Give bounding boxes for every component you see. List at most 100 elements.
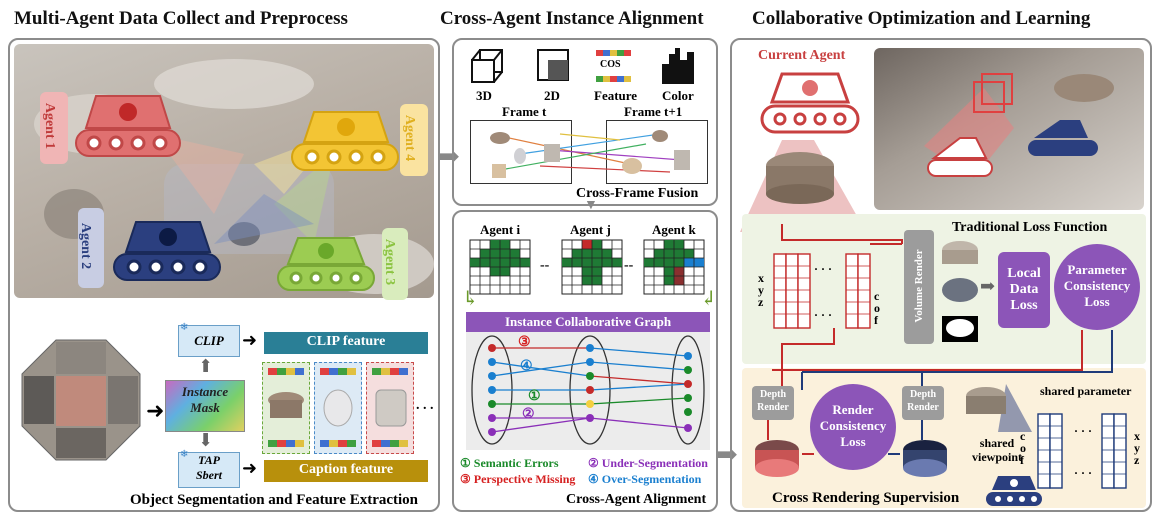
shared-viewpoint-label: shared viewpoint [972, 436, 1023, 464]
cube-3d-icon [471, 49, 503, 83]
arrow-to-caption-feature: ➜ [242, 458, 258, 478]
arrow-to-clip-feature: ➜ [242, 330, 258, 350]
cross-agent-panel [452, 210, 718, 512]
cos-label: COS [600, 59, 621, 70]
clip-feature-label: CLIP feature [306, 334, 386, 349]
blue-mlp-network [1037, 413, 1127, 489]
blue-mlp-dots-1: · · · [1074, 424, 1093, 438]
frame-t-label: Frame t [502, 104, 547, 119]
arrow-down-to-tap: ⬇ [198, 430, 214, 450]
blue-xyz: x y z [1134, 429, 1140, 467]
arrow-left-to-middle: ➡ [438, 142, 460, 171]
depth-render-label-2: Depth Render [907, 389, 939, 413]
current-agent-label: Current Agent [758, 48, 846, 63]
instance-mask-label: Instance Mask [181, 384, 229, 415]
arrow-up-to-clip: ⬆ [198, 356, 214, 376]
left-panel [8, 38, 440, 512]
graph-title: Instance Collaborative Graph [504, 314, 672, 329]
legend-over-segmentation: ④ Over-Segmentation [588, 472, 701, 487]
legend-text-3: Perspective Missing [473, 472, 576, 486]
parameter-consistency-loss [1054, 244, 1140, 330]
legend-text-1: Semantic Errors [473, 456, 559, 470]
graph-title-bar [466, 312, 710, 332]
graph-marker-1: ① [528, 389, 541, 404]
arrow-middle-to-right: ➡ [716, 440, 738, 469]
multi-view-images [21, 339, 141, 461]
depth-render-label-1: Depth Render [757, 389, 789, 413]
middle-panel-caption: Cross-Agent Alignment [566, 492, 707, 507]
frame-t1-label: Frame t+1 [624, 104, 683, 119]
shared-agent-robot-icon [986, 476, 1042, 506]
parameter-consistency-label: Parameter Consistency Loss [1063, 262, 1131, 309]
grid-agent-i-label: Agent i [480, 222, 521, 237]
clip-model-label: CLIP [194, 333, 224, 348]
depth-render-red-output [755, 440, 799, 477]
agent-3-robot-icon [277, 237, 375, 291]
shared-viewpoint-stool [966, 384, 1032, 432]
snowflake-icon-2: ❄ [180, 449, 189, 460]
arrow-down-middle: ▼ [584, 198, 598, 213]
input-xyz: x y z [758, 271, 764, 309]
frame-correspondence-lines [490, 130, 690, 178]
snowflake-icon: ❄ [180, 322, 189, 333]
legend-num-2: ② [588, 456, 599, 470]
agent-2-tag [78, 208, 104, 288]
agent-2-label: Agent 2 [78, 222, 94, 270]
curved-arrow-left: ↳ [462, 288, 479, 310]
legend-semantic-errors: ① Semantic Errors [460, 456, 559, 471]
cue-color: Color [662, 88, 694, 103]
cue-feature: Feature [594, 88, 638, 103]
red-mlp-dots-2: · · · [814, 308, 833, 322]
agent-3-label: Agent 3 [382, 238, 398, 286]
blue-cof: c o f [1020, 429, 1026, 467]
clip-model-box [178, 325, 240, 357]
output-cof: c o f [874, 289, 880, 327]
legend-under-segmentation: ② Under-Segmentation [588, 456, 708, 471]
volume-render-label: Volume Render [913, 249, 925, 323]
object-crops-art [268, 368, 408, 447]
cue-3d: 3D [476, 88, 492, 103]
arrow-to-local-loss: ➡ [980, 276, 996, 296]
right-panel-caption: Cross Rendering Supervision [772, 490, 960, 506]
agent-3-tag [382, 228, 408, 300]
feature-cos-icon [596, 50, 631, 82]
traditional-loss-title: Traditional Loss Function [952, 220, 1108, 235]
color-histogram-icon [662, 48, 694, 84]
agent-1-robot-icon [75, 95, 181, 157]
left-panel-caption: Object Segmentation and Feature Extracti… [130, 492, 419, 508]
graph-marker-3: ③ [518, 335, 531, 350]
cue-2d: 2D [544, 88, 560, 103]
caption-feature-bar [264, 460, 428, 482]
shared-parameter-label: shared parameter [1040, 384, 1132, 398]
render-consistency-loss [810, 384, 896, 470]
graph-marker-2: ② [522, 407, 535, 422]
crops-ellipsis: . . . [416, 398, 434, 413]
supervision-arrows [767, 330, 1113, 455]
agent-grids [469, 239, 705, 295]
depth-render-box-1 [752, 386, 794, 420]
arrow-to-mask: ➜ [146, 398, 165, 423]
blue-mlp-dots-2: · · · [1074, 466, 1093, 480]
agent-4-label: Agent 4 [402, 114, 418, 162]
grid-dash-1: -- [540, 258, 550, 273]
caption-feature-label: Caption feature [298, 462, 394, 477]
graph-marker-4: ④ [520, 359, 533, 374]
red-mlp-network [773, 224, 903, 364]
square-2d-icon [537, 49, 569, 81]
cross-frame-fusion-label: Cross-Frame Fusion [576, 186, 699, 201]
right-panel [730, 38, 1152, 512]
clip-feature-bar [264, 332, 428, 354]
agent-2-robot-icon [113, 221, 221, 281]
legend-text-4: Over-Segmentation [601, 472, 702, 486]
cross-frame-panel [452, 38, 718, 206]
title-right: Collaborative Optimization and Learning [752, 8, 1091, 29]
title-middle: Cross-Agent Instance Alignment [440, 8, 704, 29]
local-data-loss-label: Local Data Loss [1007, 266, 1041, 313]
cross-rendering-region [742, 368, 1146, 508]
grid-agent-j-label: Agent j [570, 222, 611, 237]
red-mlp-dots-1: · · · [814, 262, 833, 276]
agent-4-tag [400, 104, 428, 176]
rendered-outputs [942, 241, 978, 342]
instance-graph [471, 335, 705, 445]
legend-perspective-missing: ③ Perspective Missing [460, 472, 575, 487]
